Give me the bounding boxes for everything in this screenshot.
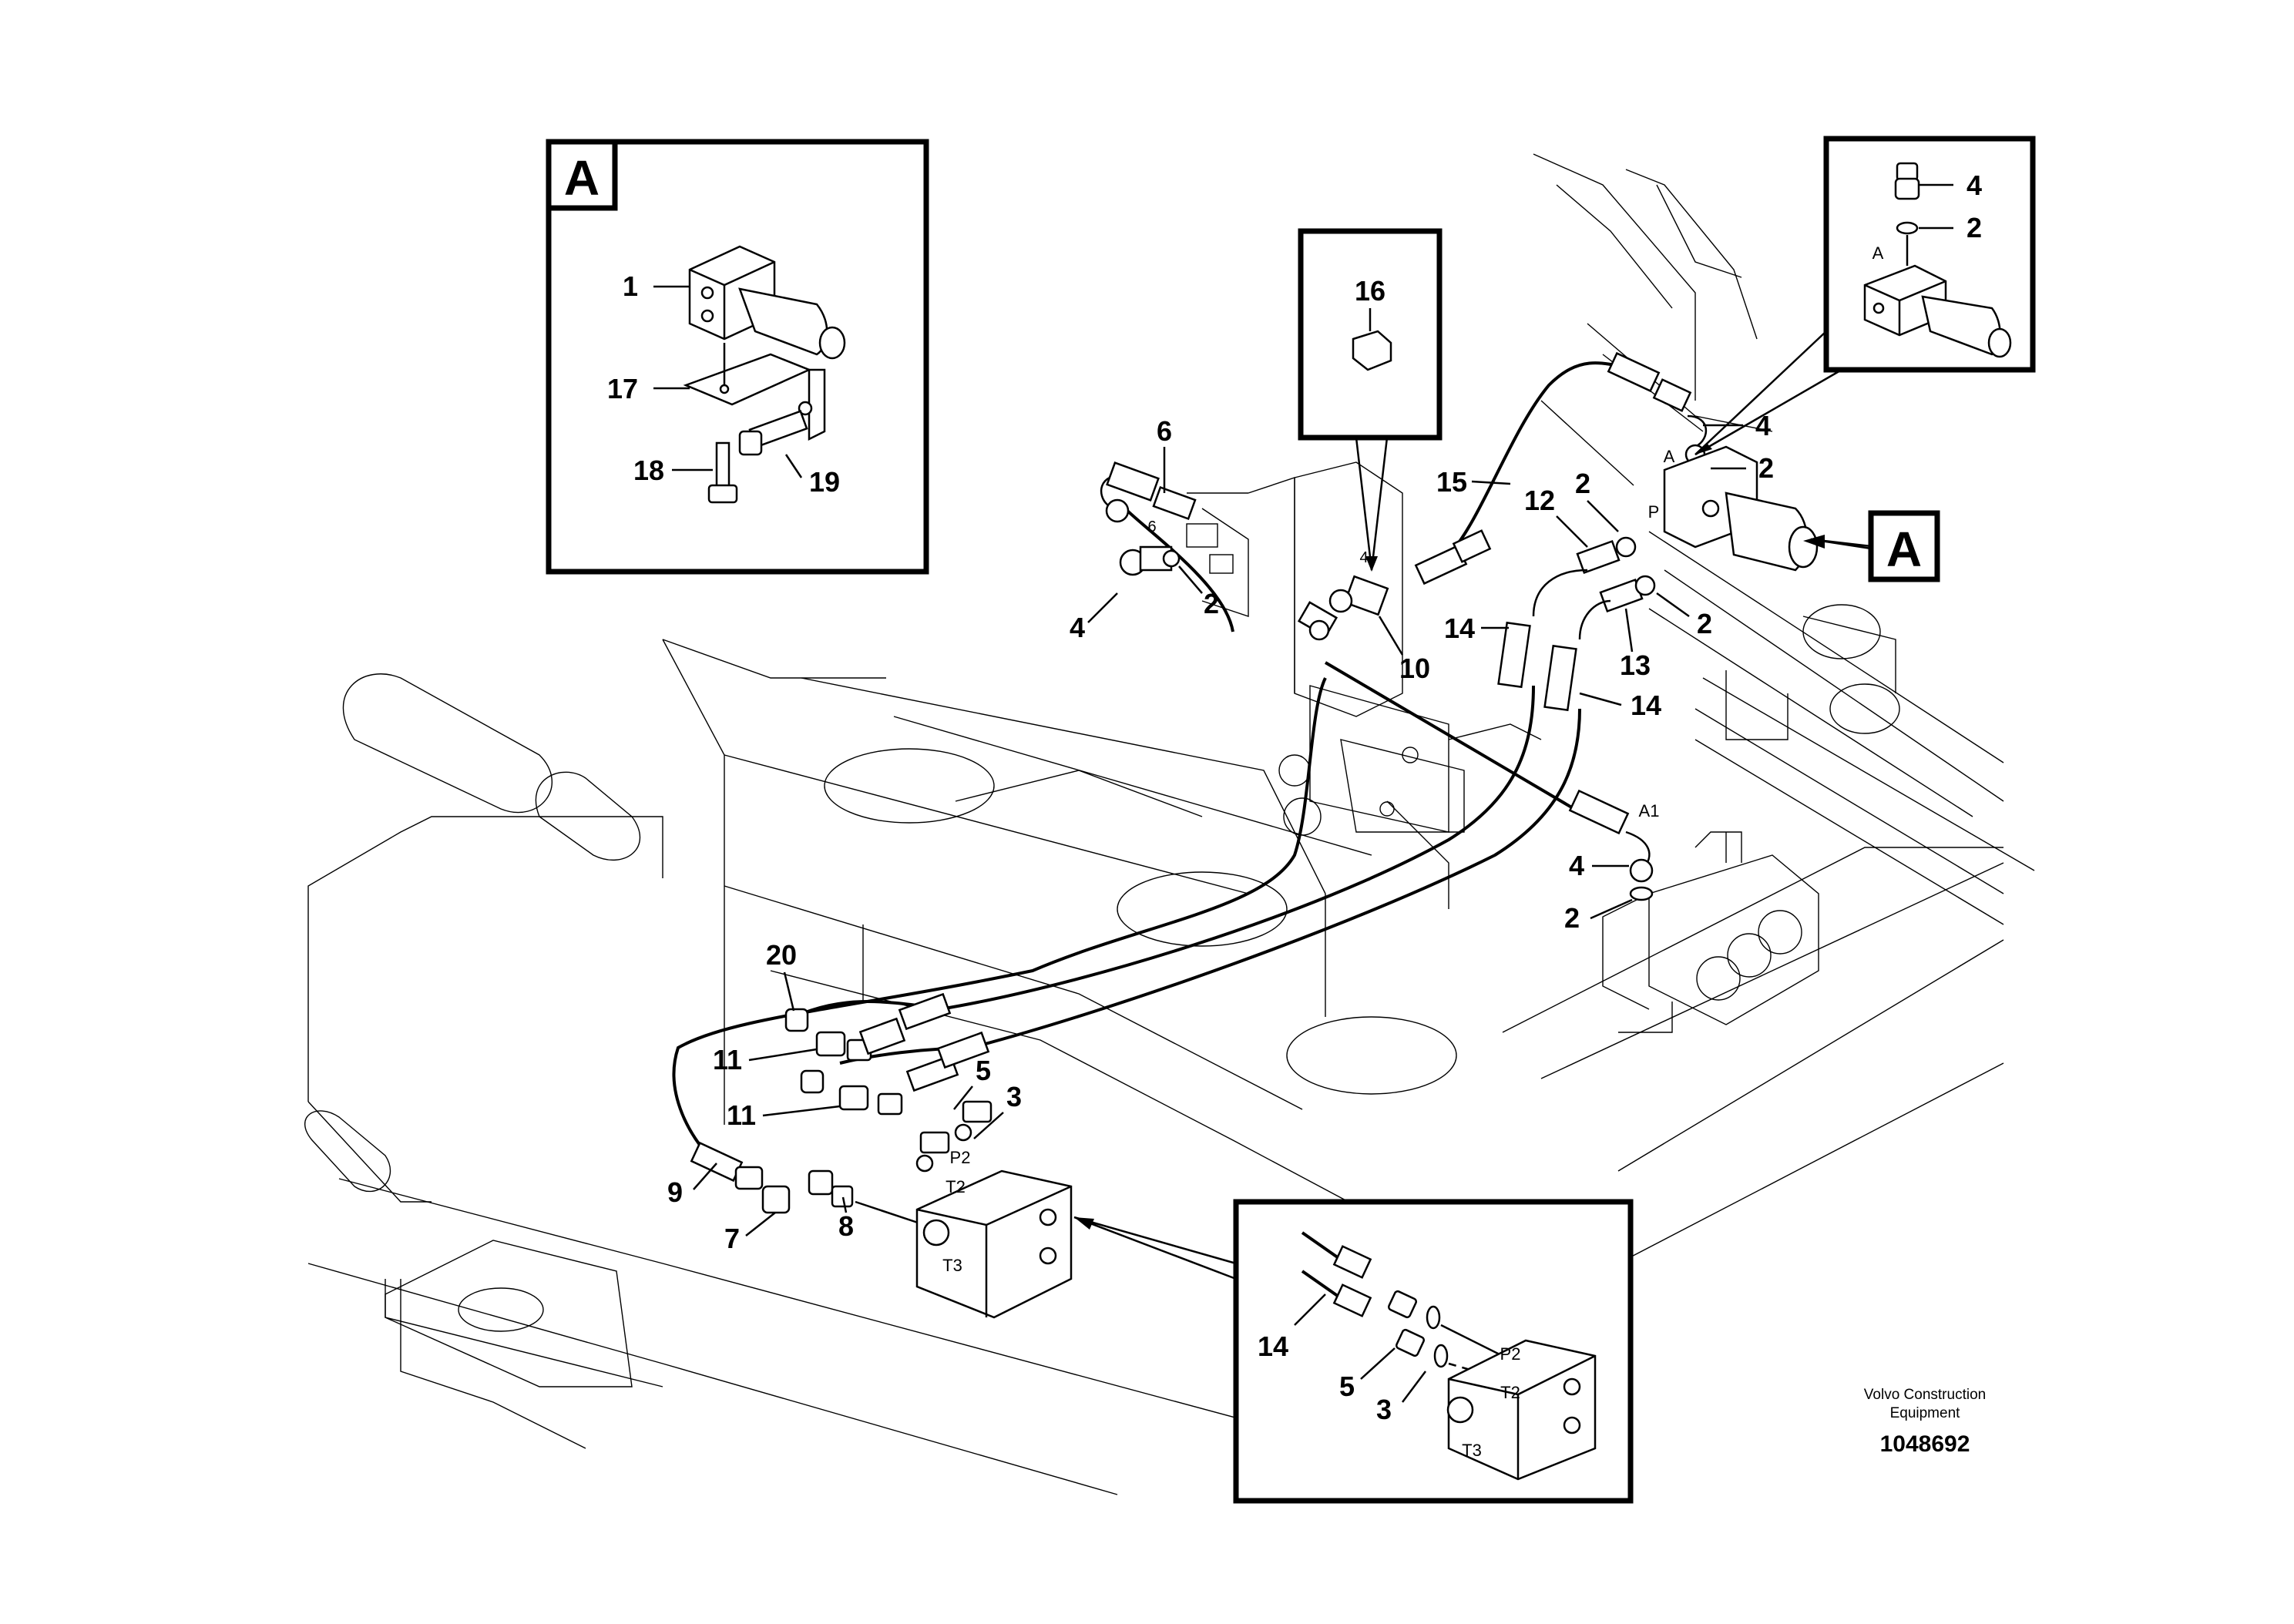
machine-frame-outline	[304, 639, 2004, 1495]
callout-14-a: 14	[1444, 612, 1475, 644]
callout-a-indicator: A	[1803, 510, 1940, 582]
callout-20: 20	[766, 939, 797, 971]
port-a-marking: A	[1664, 447, 1675, 466]
callout-8: 8	[838, 1210, 854, 1242]
callout-7: 7	[724, 1223, 740, 1254]
fittings	[690, 351, 1819, 1319]
callout-5-detail: 5	[1339, 1371, 1355, 1402]
port-4-marking: 4	[1359, 549, 1368, 566]
brand-line-1: Volvo Construction	[1864, 1387, 1986, 1403]
detail-ports-p2-t2-panel: P2 T2 T3 14 5 3	[1073, 1199, 1634, 1504]
callout-12: 12	[1524, 485, 1555, 516]
main-callouts: 6 4 2 6 4 10 15 12 2 A P 4 2 14 13	[667, 410, 1774, 1275]
brand-line-2: Equipment	[1890, 1405, 1961, 1421]
port-6-marking: 6	[1147, 518, 1156, 535]
callout-2-mid: 2	[1575, 468, 1590, 499]
callout-1: 1	[623, 270, 638, 302]
hoses	[672, 361, 1634, 1157]
callout-14-detail: 14	[1258, 1330, 1288, 1362]
upper-tube-assembly	[1533, 153, 2035, 925]
callout-4-left: 4	[1070, 612, 1085, 643]
callout-6: 6	[1157, 415, 1172, 447]
callout-3: 3	[1006, 1081, 1022, 1112]
callout-9: 9	[667, 1176, 683, 1208]
callout-2-right: 2	[1758, 452, 1774, 484]
callout-4-right: 4	[1755, 410, 1771, 441]
port-p2-marking: P2	[950, 1148, 971, 1167]
callout-a-badge: A	[1886, 522, 1922, 577]
callout-17: 17	[607, 373, 638, 404]
callout-13: 13	[1620, 649, 1651, 681]
port-t2-detail-marking: T2	[1500, 1383, 1520, 1402]
detail-a-panel: A 1 17 18 19	[546, 139, 929, 575]
port-t3-marking: T3	[942, 1256, 962, 1275]
callout-10: 10	[1399, 653, 1430, 684]
port-a-inset-marking: A	[1872, 243, 1884, 263]
port-t2-marking: T2	[945, 1177, 966, 1196]
callout-5: 5	[976, 1055, 991, 1086]
callout-11-a: 11	[713, 1044, 742, 1075]
detail-port-a-panel: 4 2 A	[1694, 136, 2036, 456]
detail-16-panel: 16	[1298, 228, 1443, 572]
footer-block: Volvo Construction Equipment 1048692	[1864, 1387, 1986, 1457]
callout-3-detail: 3	[1376, 1394, 1392, 1425]
port-t3-detail-marking: T3	[1462, 1441, 1482, 1460]
callout-14-b: 14	[1631, 690, 1661, 721]
callout-2-r2: 2	[1697, 608, 1712, 639]
callout-2-left: 2	[1204, 588, 1219, 619]
callout-2-a1: 2	[1564, 902, 1580, 934]
lower-right-manifold	[1602, 831, 1819, 1033]
port-a1-marking: A1	[1639, 801, 1660, 820]
detail-a-badge: A	[564, 150, 600, 206]
callout-15: 15	[1436, 466, 1467, 498]
callout-16: 16	[1355, 275, 1385, 307]
detail-a-badge-box	[546, 139, 618, 211]
callout-11-b: 11	[727, 1099, 756, 1131]
port-p2-detail-marking: P2	[1500, 1344, 1521, 1364]
callout-4-a1: 4	[1569, 850, 1584, 881]
callout-18: 18	[633, 455, 664, 486]
callout-2-inset: 2	[1967, 212, 1982, 243]
port-p-marking: P	[1648, 502, 1660, 522]
callout-4-inset: 4	[1967, 169, 1982, 201]
callout-19: 19	[809, 466, 840, 498]
document-number: 1048692	[1880, 1431, 1970, 1457]
